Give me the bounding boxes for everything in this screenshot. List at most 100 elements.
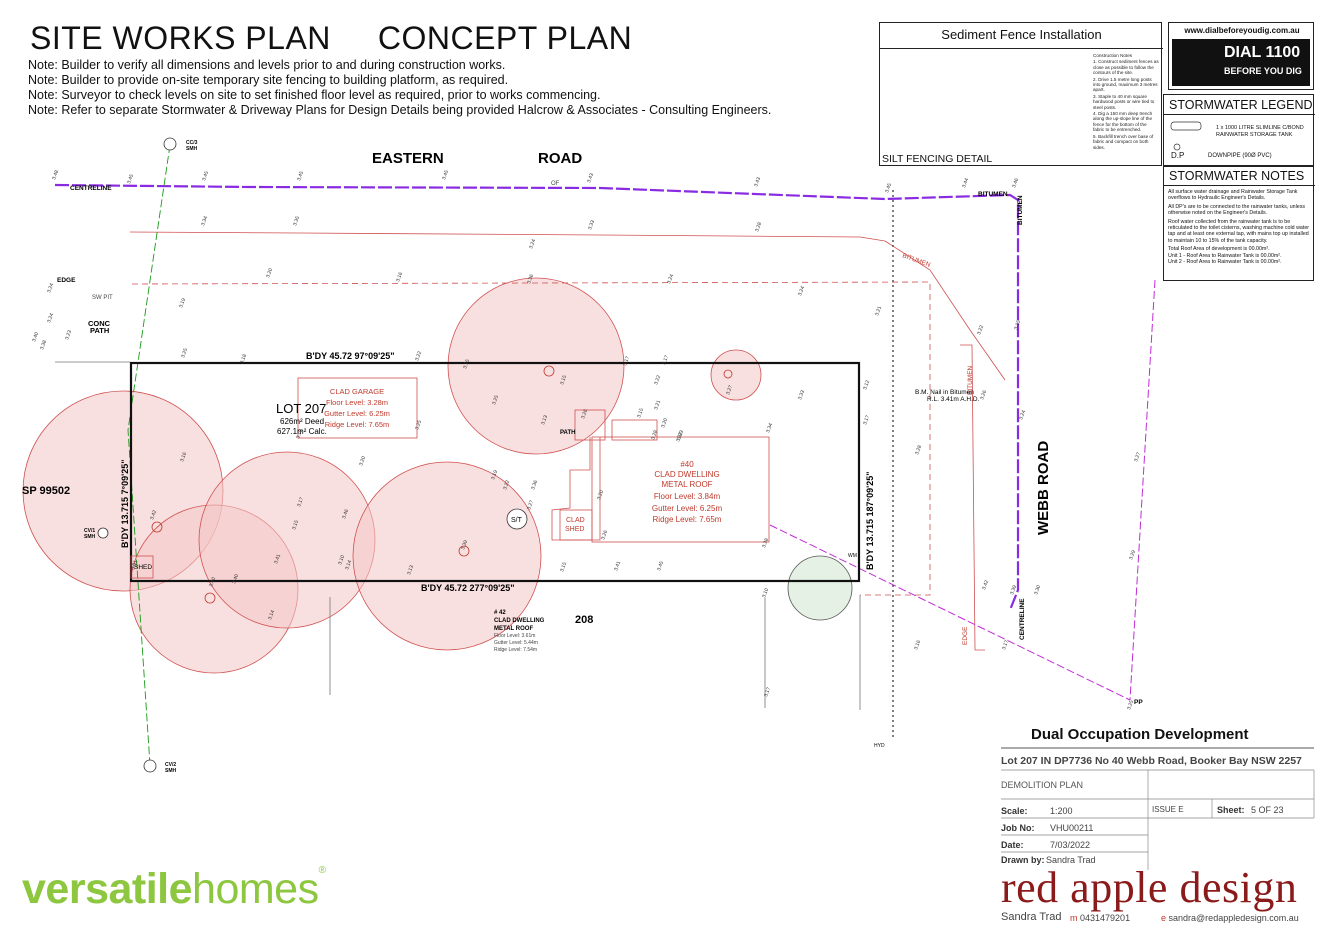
power-pole: PP [1134,699,1143,706]
drawn-label: Drawn by: [1001,855,1045,865]
dwelling-text: CLAD DWELLING [654,470,719,479]
sewer-manhole [163,137,177,151]
dwelling42-text: Gutter Level: 5.44m [494,640,538,646]
shed-label: SHED [134,564,152,571]
dwelling42-label: # 42 CLAD DWELLING METAL ROOF [494,610,545,632]
bitumen-label: BITUMEN [901,252,931,269]
spot-level: 3.30 [1033,584,1042,595]
spot-level: 3.22 [414,350,423,361]
road-name: ROAD [538,150,582,167]
manhole-label: SMH [84,534,96,540]
spot-level: 3.45 [656,560,665,571]
edge-label: EDGE [57,277,76,284]
path-outline [574,409,606,441]
spot-level: 3.23 [64,329,73,340]
spot-level: 3.42 [149,509,158,520]
benchmark-label: R.L. 3.41m A.H.D. [927,396,980,403]
legend-dp: D.P [1171,151,1185,160]
dial-url: www.dialbeforeyoudig.com.au [1184,26,1300,35]
spot-level: 3.27 [725,384,734,395]
spot-level: 3.19 [295,428,304,439]
spot-level: 3.26 [580,408,589,419]
dwelling-outline [551,437,601,541]
spot-level: 3.46 [341,508,350,519]
road-edge-line [129,231,886,242]
path-label: PATH [560,430,575,436]
spot-level: 3.25 [180,347,189,358]
boundary-line [769,524,1131,701]
stormwater-note: Total Roof Area of development is 00.00m… [1168,246,1270,253]
dwelling-text: #40 [680,460,694,469]
tree-trunk [204,592,216,604]
spot-level: 3.10 [337,554,346,565]
spot-level: 3.24 [528,238,537,249]
spot-level: 3.43 [586,172,595,183]
spot-level: 3.25 [491,394,500,405]
spot-level: 3.17 [1001,639,1010,650]
dial-before-you-dig-panel: www.dialbeforeyoudig.com.au DIAL 1100 BE… [1168,22,1314,90]
tree-trunk [543,365,555,377]
dial-banner: DIAL 1100 BEFORE YOU DIG [1172,39,1310,86]
road-edges [129,231,1006,651]
note-line: Note: Builder to provide on-site tempora… [28,73,509,87]
boundary-bearing: B'DY 45.72 97°09'25" [306,351,395,361]
mobile-number: 0431479201 [1080,913,1131,923]
title-block-grid [1001,769,1315,870]
tree-canopy [198,451,376,629]
dashed-fence [131,281,931,596]
spot-level: 3.24 [1018,409,1027,420]
spot-level: 3.27 [526,499,535,510]
spot-level: 3.22 [976,324,985,335]
spot-level: 3.33 [797,389,806,400]
spot-level: 3.19 [178,297,187,308]
tank-icon [1170,121,1202,131]
shed-label: CLAD [566,517,585,524]
designer-email: e sandra@redappledesign.com.au [1161,913,1299,923]
spot-level: 3.24 [46,312,55,323]
spot-level: 3.32 [675,431,684,442]
tree-trunk [458,545,470,557]
bitumen-label: BITUMEN [967,365,974,395]
spot-level: 3.17 [622,355,631,366]
construction-notes: Construction Notes 1. Construct sediment… [1093,53,1159,151]
spot-level: 3.27 [1133,451,1142,462]
designer-name: Sandra Trad [1001,911,1062,923]
drawn-value: Sandra Trad [1046,855,1096,865]
manhole-label: CV/1 [84,528,95,534]
sediment-title: Sediment Fence Installation [880,23,1163,49]
issue-value: ISSUE E [1152,805,1184,814]
sewer-manhole [143,759,157,773]
garage-text: CLAD GARAGE [330,387,384,396]
porch-outline [611,419,658,441]
tree-canopy [710,349,762,401]
spot-level: 3.33 [587,219,596,230]
dwelling-label: #40 CLAD DWELLING METAL ROOF Floor Level… [652,460,723,524]
construction-note: 2. Drive 1.5 metre long posts into groun… [1093,76,1158,93]
spot-level: 3.15 [462,358,471,369]
lot-area: 626m² Deed [280,417,324,426]
edge-label: EDGE [962,626,969,645]
spot-level: 3.45 [441,169,450,180]
garage-label: CLAD GARAGE Floor Level: 3.28m Gutter Le… [324,387,390,429]
stormwater-note: Unit 2 - Roof Area to Rainwater Tank is … [1168,259,1282,266]
manhole-label: CC/3 [186,140,198,146]
spot-level: 3.17 [661,354,670,365]
spot-level: 3.45 [126,173,135,184]
stormwater-note: All surface water drainage and Rainwater… [1168,189,1298,202]
spot-level: 3.17 [862,414,871,425]
designer-mobile: m 0431479201 [1070,913,1130,923]
dwelling-text: Gutter Level: 6.25m [652,504,723,513]
red-apple-design-logo: red apple design [1001,863,1298,912]
stormwater-notes-body: All surface water drainage and Rainwater… [1168,189,1312,267]
dial-number: DIAL 1100 [1224,44,1301,61]
spot-level: 3.15 [559,374,568,385]
lot-number: LOT 207 [276,401,326,416]
spot-level: 3.24 [666,273,675,284]
stormwater-notes-title: STORMWATER NOTES [1164,167,1315,186]
spot-level: 3.41 [273,553,282,564]
construction-note: Construction Notes [1093,53,1133,58]
spot-level: 3.21 [653,399,662,410]
road-name: WEBB ROAD [1035,441,1052,535]
spot-level: 3.48 [51,169,60,180]
